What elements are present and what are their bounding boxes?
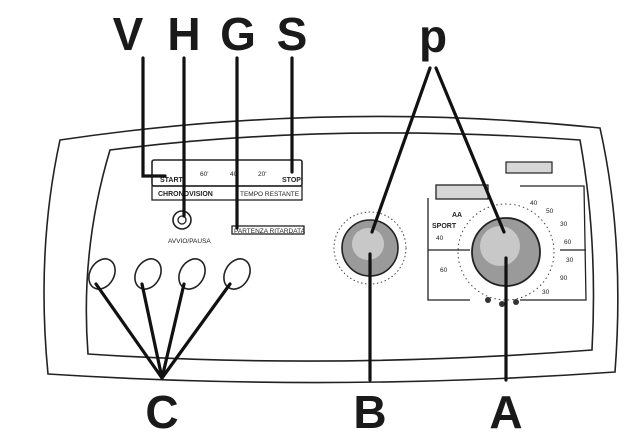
program-num-5: 30: [566, 257, 574, 264]
program-num-2: 50: [546, 208, 554, 215]
option-button-4[interactable]: [219, 254, 256, 294]
indicator-label-text: PARTENZA RITARDATA: [234, 228, 306, 235]
start-pause-button[interactable]: [172, 210, 192, 230]
program-sport-label: SPORT: [432, 223, 457, 230]
callout-g: G: [220, 8, 256, 60]
program-display-window: [435, 184, 489, 200]
timer-mark-20: 20': [258, 171, 266, 178]
program-aa-label: AA: [452, 212, 462, 219]
program-num-7: 30: [542, 289, 550, 296]
timer-sub-label: TEMPO RESTANTE: [240, 191, 300, 198]
program-icon-3: [513, 299, 519, 305]
program-num-4: 60: [564, 239, 572, 246]
program-num-3: 30: [560, 221, 568, 228]
callout-v: V: [113, 8, 144, 60]
program-dial-ring: [457, 203, 555, 301]
callout-a: A: [489, 386, 522, 438]
timer-strip: START 60' 40' 20' STOP CHRONOVISION TEMP…: [151, 159, 303, 201]
program-frame-left: [427, 198, 470, 301]
callout-lines: [94, 56, 508, 382]
program-num-8: 60: [440, 267, 448, 274]
program-icon-2: [499, 301, 505, 307]
callout-p: p: [419, 10, 447, 62]
program-frame-right: [520, 185, 587, 301]
timer-mark-60: 60': [200, 171, 208, 178]
panel-inner-outline: [85, 132, 595, 362]
callout-b: B: [353, 386, 386, 438]
indicator-label-box: [231, 225, 305, 235]
callout-s: S: [277, 8, 308, 60]
timer-start-label: START: [160, 177, 184, 184]
avvio-pausa-label: AVVIO/PAUSA: [168, 238, 211, 245]
callout-h: H: [167, 8, 200, 60]
callout-c: C: [145, 386, 178, 438]
program-top-bar: [505, 161, 553, 174]
program-num-9: 40: [436, 235, 444, 242]
program-num-1: 40: [530, 200, 538, 207]
option-button-3[interactable]: [174, 254, 211, 294]
option-buttons-group: [84, 254, 256, 294]
option-button-2[interactable]: [130, 254, 167, 294]
program-icon-1: [485, 297, 491, 303]
program-area: AA SPORT 40 50 30 60 30 90 30 60 40: [427, 161, 587, 307]
timer-mark-40: 40': [230, 171, 238, 178]
program-num-6: 90: [560, 275, 568, 282]
timer-stop-label: STOP: [282, 177, 301, 184]
program-knob-a-highlight: [480, 226, 520, 266]
option-button-1[interactable]: [84, 254, 121, 294]
panel-outer-outline: [43, 115, 619, 384]
